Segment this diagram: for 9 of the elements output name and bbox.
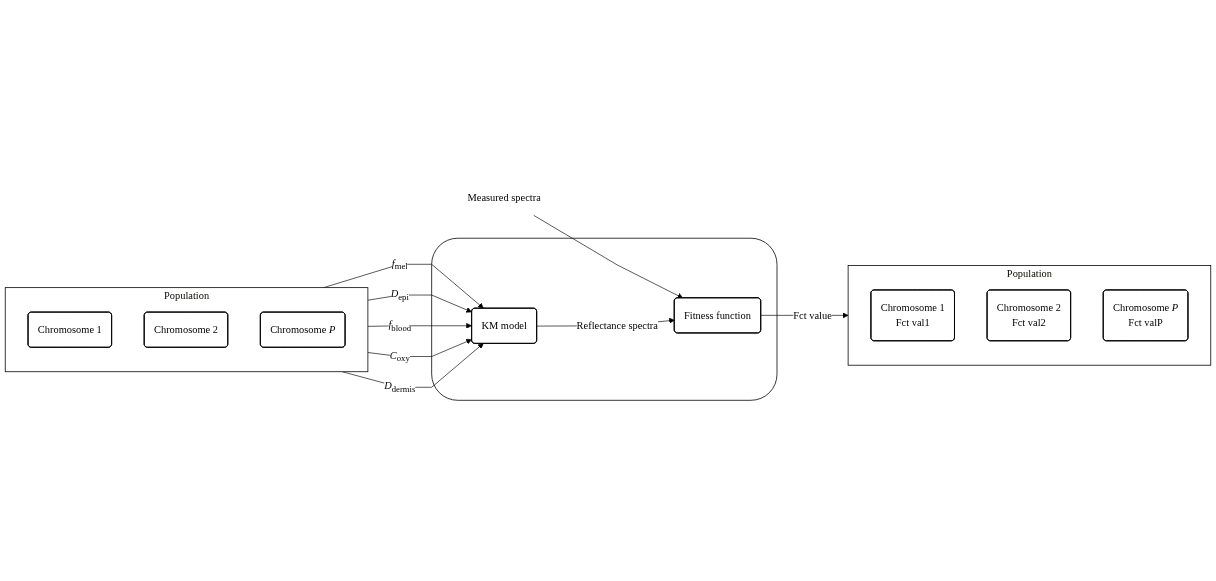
edge-label: f$_{mel}$: [391, 257, 408, 272]
edge-label: Reflectance spectra: [576, 320, 658, 332]
node-text: Measured spectra: [467, 192, 541, 204]
edge-label: f$_{blood}$: [388, 319, 412, 333]
edge-label: Fct value: [793, 309, 832, 321]
edge-label: D$_{epi}$: [390, 288, 409, 303]
edge-label: D$_{dermis}$: [384, 380, 416, 395]
cluster: [431, 238, 778, 401]
edge-label: C$_{oxy}$: [389, 349, 410, 364]
